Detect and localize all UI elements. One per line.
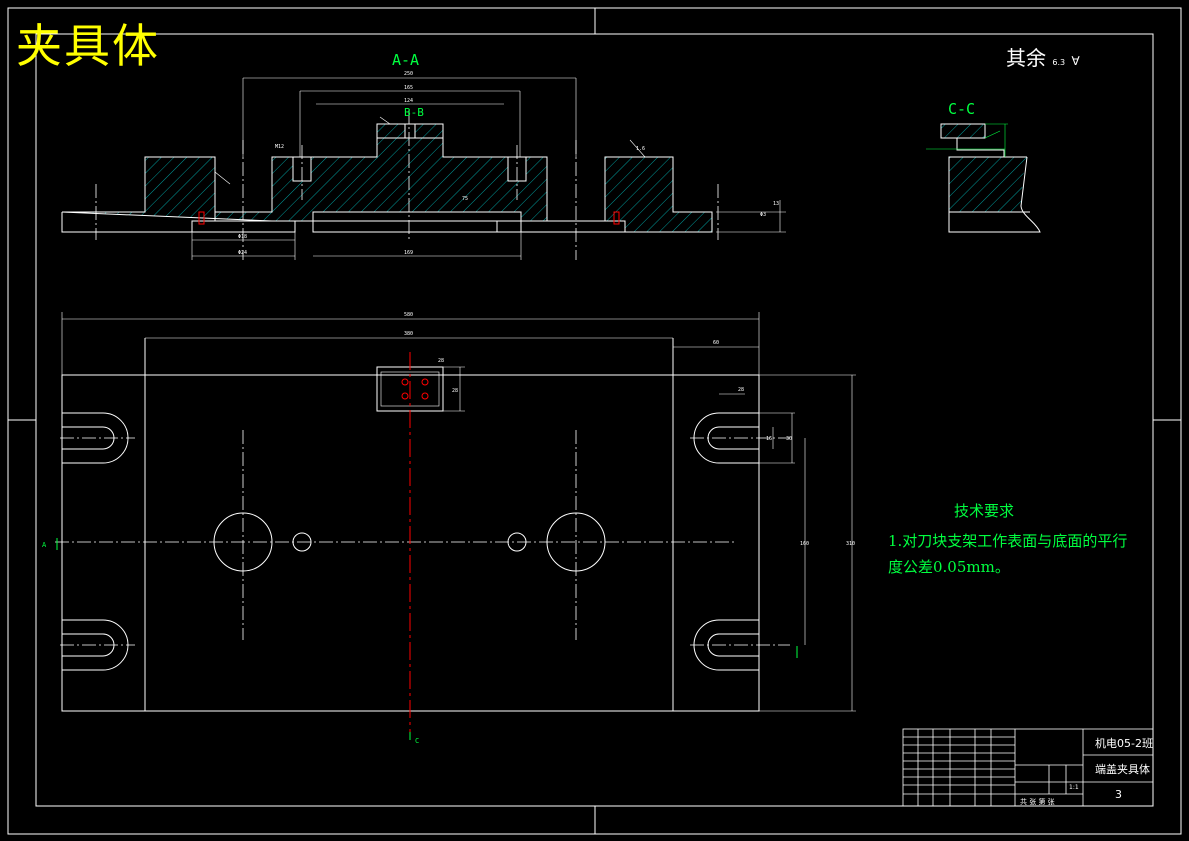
svg-text:169: 169 bbox=[404, 250, 413, 256]
title-block-drawing-no: 3 bbox=[1115, 788, 1122, 801]
svg-text:Φ3: Φ3 bbox=[760, 212, 766, 218]
technical-requirements: 技术要求 1.对刀块支架工作表面与底面的平行 度公差0.05mm。 bbox=[888, 496, 1127, 578]
title-block-scale: 1:1 bbox=[1069, 784, 1079, 791]
svg-text:28: 28 bbox=[438, 358, 444, 364]
svg-text:16: 16 bbox=[766, 436, 772, 442]
section-aa-view: 250 165 124 Φ18 Φ24 169 13 Φ3 M12 1.6 75 bbox=[61, 71, 786, 260]
section-cc-hatch bbox=[949, 157, 1027, 212]
section-cc-view bbox=[926, 123, 1041, 233]
title-block-part-name: 端盖夹具体 bbox=[1095, 763, 1150, 776]
svg-text:60: 60 bbox=[713, 340, 719, 346]
section-marker-lines bbox=[56, 538, 798, 740]
section-aa-left-foot bbox=[191, 220, 296, 233]
roughness-label: 其余 bbox=[1006, 46, 1046, 70]
section-bb-label: B-B bbox=[404, 106, 424, 119]
title-block bbox=[902, 728, 1154, 807]
section-aa-right-foot bbox=[496, 220, 626, 233]
section-a-marker: A bbox=[42, 541, 47, 549]
tool-block-slot bbox=[404, 123, 416, 139]
svg-text:580: 580 bbox=[404, 312, 413, 318]
tech-line-1: 1.对刀块支架工作表面与底面的平行 bbox=[888, 532, 1128, 550]
section-aa-dimensions bbox=[191, 77, 786, 260]
title-block-sheet-row: 共 张 第 张 bbox=[1020, 798, 1055, 806]
section-c-marker: C bbox=[415, 737, 420, 745]
svg-text:28: 28 bbox=[452, 388, 458, 394]
plan-dimensions bbox=[61, 312, 856, 712]
svg-text:310: 310 bbox=[846, 541, 855, 547]
svg-text:250: 250 bbox=[404, 71, 413, 77]
svg-text:124: 124 bbox=[404, 98, 413, 104]
svg-text:M12: M12 bbox=[275, 144, 284, 150]
section-aa-mid-foot bbox=[312, 220, 522, 233]
centering-marks bbox=[8, 8, 1181, 834]
svg-text:165: 165 bbox=[404, 85, 413, 91]
section-aa-label: A-A bbox=[392, 51, 420, 69]
roughness-symbol-icon: ∀ bbox=[1071, 54, 1080, 68]
pin-right bbox=[613, 211, 620, 225]
tech-heading: 技术要求 bbox=[954, 502, 1015, 520]
cc-block bbox=[940, 123, 986, 139]
tech-line-2: 度公差0.05mm。 bbox=[888, 558, 1010, 576]
svg-text:75: 75 bbox=[462, 196, 468, 202]
title-block-school: 机电05-2班 bbox=[1095, 737, 1153, 750]
svg-text:1.6: 1.6 bbox=[636, 146, 645, 152]
drawing-title: 夹具体 bbox=[16, 19, 160, 73]
svg-text:380: 380 bbox=[404, 331, 413, 337]
tool-block-screws bbox=[401, 378, 429, 400]
roughness-note: 其余 6.3 ∀ bbox=[1006, 42, 1080, 71]
svg-text:Φ18: Φ18 bbox=[238, 234, 247, 240]
section-cc-label: C-C bbox=[948, 100, 976, 118]
svg-text:160: 160 bbox=[800, 541, 809, 547]
svg-text:30: 30 bbox=[786, 436, 792, 442]
pin-left bbox=[198, 211, 205, 225]
svg-text:28: 28 bbox=[738, 387, 744, 393]
plan-view: 580 380 60 28 310 160 30 16 28 28 bbox=[55, 312, 856, 732]
svg-text:13: 13 bbox=[773, 201, 779, 207]
roughness-value: 6.3 bbox=[1052, 58, 1066, 67]
svg-text:Φ24: Φ24 bbox=[238, 250, 247, 256]
